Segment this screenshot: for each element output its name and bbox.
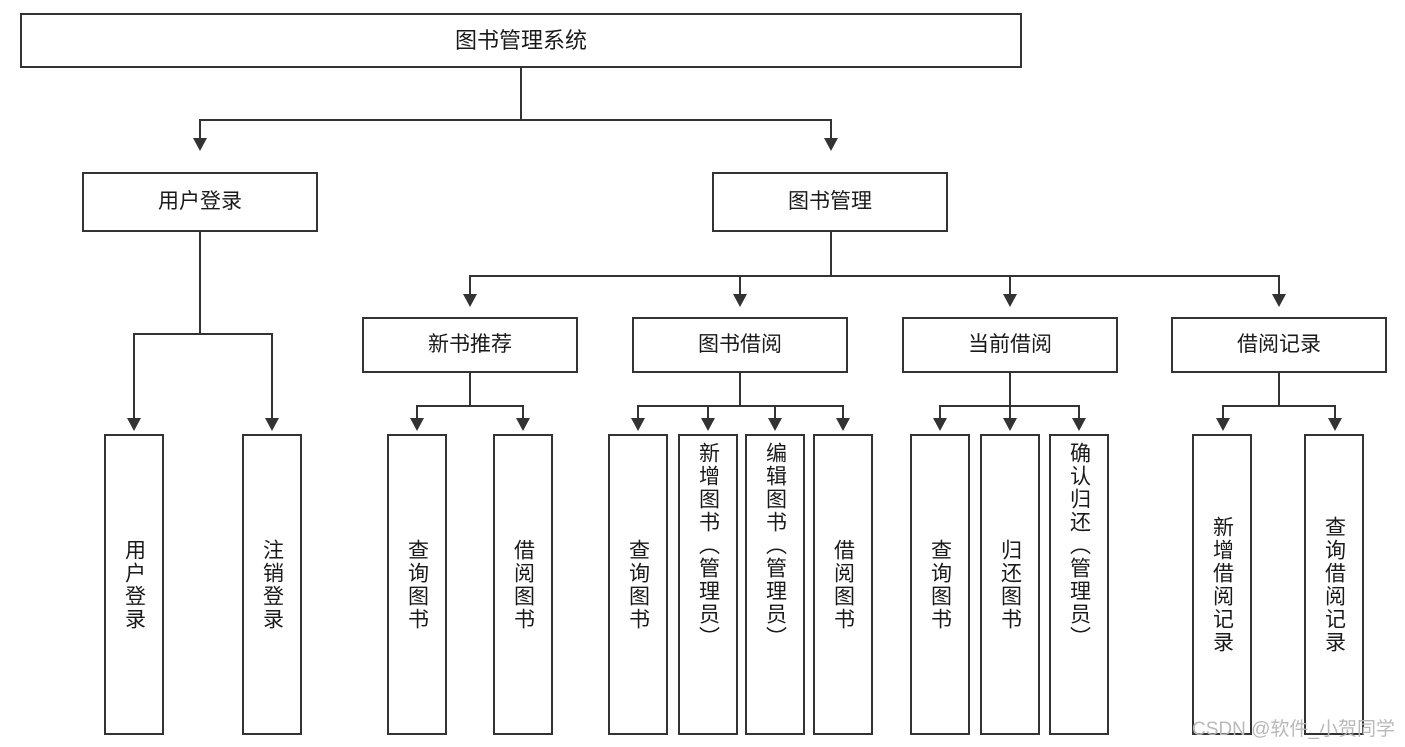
connector-bookmgmt-to-current [1009, 275, 1011, 296]
node-root-system[interactable]: 图书管理系统 [20, 13, 1022, 68]
arrow-newbook-to-leaf2 [516, 418, 530, 431]
connector-borrowrecord-bus [1222, 405, 1336, 407]
leaf-query-book-borrow[interactable]: 查询图书 [608, 434, 668, 735]
connector-bookborrow-to-leaf4 [842, 405, 844, 421]
node-label: 用户登录 [158, 189, 242, 213]
connector-bookborrow-to-leaf1 [637, 405, 639, 421]
connector-borrowrecord-to-leaf2 [1334, 405, 1336, 421]
connector-bookborrow-to-leaf3 [774, 405, 776, 421]
connector-bookborrow-to-leaf2 [707, 405, 709, 421]
connector-newbook-to-leaf2 [522, 405, 524, 421]
arrow-currentborrow-to-leaf3 [1072, 418, 1086, 431]
leaf-user-login[interactable]: 用户登录 [104, 434, 164, 735]
leaf-confirm-return-admin[interactable]: 确认归还（管理员） [1049, 434, 1109, 735]
arrow-borrowrecord-to-leaf1 [1216, 418, 1230, 431]
connector-userlogin-to-leaf1 [133, 333, 135, 421]
connector-newbook-bus [416, 405, 524, 407]
connector-currentborrow-to-leaf1 [939, 405, 941, 421]
connector-bookmgmt-to-record [1278, 275, 1280, 296]
node-label: 新增图书（管理员） [696, 442, 720, 649]
node-label: 查询借阅记录 [1322, 515, 1346, 654]
arrow-bookmgmt-to-borrow [733, 294, 747, 307]
node-label: 确认归还（管理员） [1067, 442, 1091, 649]
node-book-borrow[interactable]: 图书借阅 [632, 317, 848, 373]
leaf-edit-book-admin[interactable]: 编辑图书（管理员） [745, 434, 805, 735]
connector-borrowrecord-stem [1278, 373, 1280, 406]
connector-root-bus [199, 119, 832, 121]
node-label: 借阅图书 [831, 538, 855, 631]
connector-bookmgmt-to-newbook [469, 275, 471, 296]
node-label: 借阅图书 [511, 538, 535, 631]
leaf-borrow-book-recommend[interactable]: 借阅图书 [493, 434, 553, 735]
connector-currentborrow-to-leaf3 [1078, 405, 1080, 421]
connector-currentborrow-stem [1009, 373, 1011, 406]
node-borrow-record[interactable]: 借阅记录 [1171, 317, 1387, 373]
leaf-query-book-recommend[interactable]: 查询图书 [387, 434, 447, 735]
node-new-book-recommend[interactable]: 新书推荐 [362, 317, 578, 373]
leaf-query-borrow-record[interactable]: 查询借阅记录 [1304, 434, 1364, 735]
connector-root-stem [520, 68, 522, 120]
connector-bookmgmt-to-borrow [739, 275, 741, 296]
node-label: 图书管理系统 [454, 27, 587, 53]
node-label: 注销登录 [260, 538, 284, 631]
arrow-bookborrow-to-leaf4 [836, 418, 850, 431]
connector-newbook-stem [469, 373, 471, 406]
connector-bookborrow-bus [637, 405, 843, 407]
leaf-query-book-current[interactable]: 查询图书 [910, 434, 970, 735]
leaf-add-book-admin[interactable]: 新增图书（管理员） [678, 434, 738, 735]
node-label: 查询图书 [928, 538, 952, 631]
node-label: 图书借阅 [698, 332, 782, 356]
arrow-currentborrow-to-leaf2 [1003, 418, 1017, 431]
connector-root-to-bookmgmt [830, 119, 832, 140]
leaf-logout[interactable]: 注销登录 [242, 434, 302, 735]
arrow-newbook-to-leaf1 [410, 418, 424, 431]
arrow-bookborrow-to-leaf3 [768, 418, 782, 431]
leaf-borrow-book[interactable]: 借阅图书 [813, 434, 873, 735]
arrow-bookborrow-to-leaf2 [701, 418, 715, 431]
node-label: 新增借阅记录 [1210, 515, 1234, 654]
connector-bookmgmt-stem [830, 232, 832, 276]
node-book-management[interactable]: 图书管理 [712, 172, 948, 232]
arrow-borrowrecord-to-leaf2 [1328, 418, 1342, 431]
arrow-bookborrow-to-leaf1 [631, 418, 645, 431]
node-label: 借阅记录 [1237, 332, 1321, 356]
arrow-root-to-userlogin [193, 138, 207, 151]
arrow-root-to-bookmgmt [824, 138, 838, 151]
connector-root-to-userlogin [199, 119, 201, 140]
arrow-userlogin-to-leaf1 [127, 418, 141, 431]
arrow-bookmgmt-to-newbook [463, 294, 477, 307]
node-label: 当前借阅 [968, 332, 1052, 356]
node-current-borrow[interactable]: 当前借阅 [902, 317, 1118, 373]
arrow-bookmgmt-to-record [1272, 294, 1286, 307]
connector-newbook-to-leaf1 [416, 405, 418, 421]
connector-borrowrecord-to-leaf1 [1222, 405, 1224, 421]
node-label: 查询图书 [626, 538, 650, 631]
leaf-add-borrow-record[interactable]: 新增借阅记录 [1192, 434, 1252, 735]
node-label: 编辑图书（管理员） [763, 442, 787, 649]
connector-userlogin-to-leaf2 [271, 333, 273, 421]
connector-userlogin-stem [199, 232, 201, 334]
node-label: 归还图书 [998, 538, 1022, 631]
node-label: 图书管理 [788, 189, 872, 213]
node-label: 新书推荐 [428, 332, 512, 356]
leaf-return-book[interactable]: 归还图书 [980, 434, 1040, 735]
arrow-currentborrow-to-leaf1 [933, 418, 947, 431]
connector-bookborrow-stem [739, 373, 741, 406]
node-label: 查询图书 [405, 538, 429, 631]
node-label: 用户登录 [122, 538, 146, 631]
csdn-watermark: CSDN @软件_小贺同学 [1192, 719, 1395, 740]
connector-userlogin-bus [133, 333, 273, 335]
connector-currentborrow-to-leaf2 [1009, 405, 1011, 421]
arrow-bookmgmt-to-current [1003, 294, 1017, 307]
node-user-login[interactable]: 用户登录 [82, 172, 318, 232]
arrow-userlogin-to-leaf2 [265, 418, 279, 431]
connector-bookmgmt-bus [469, 275, 1280, 277]
